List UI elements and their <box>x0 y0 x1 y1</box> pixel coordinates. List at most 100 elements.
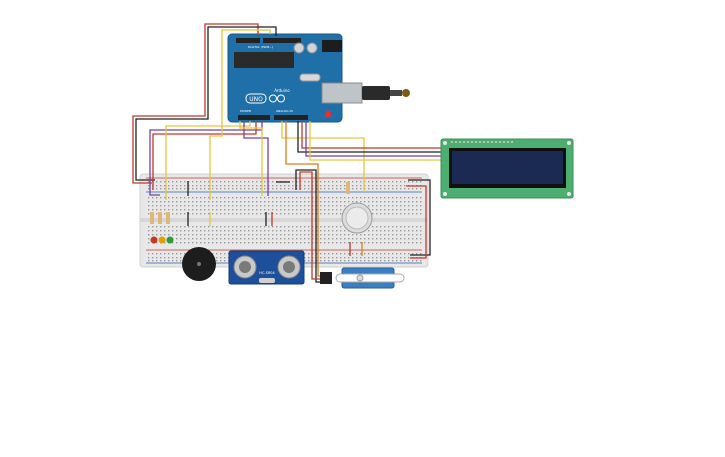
resistor-4[interactable] <box>346 182 350 194</box>
breadboard-hole <box>360 181 362 183</box>
reset-button[interactable] <box>324 110 332 118</box>
breadboard-hole <box>256 185 258 187</box>
wire-red-rail[interactable] <box>406 185 427 259</box>
breadboard-hole <box>244 226 246 228</box>
breadboard-hole <box>348 234 350 236</box>
breadboard-hole <box>176 234 178 236</box>
lcd-pin <box>479 141 481 143</box>
servo-motor[interactable] <box>320 267 405 289</box>
wire-black-rail[interactable] <box>408 179 431 256</box>
breadboard-hole <box>228 185 230 187</box>
breadboard-hole <box>224 185 226 187</box>
breadboard-hole <box>280 238 282 240</box>
breadboard-hole <box>412 188 414 190</box>
breadboard-hole <box>404 201 406 203</box>
led-red[interactable] <box>150 236 158 244</box>
breadboard-hole <box>384 234 386 236</box>
breadboard-hole <box>188 226 190 228</box>
breadboard-hole <box>316 242 318 244</box>
gas-sensor[interactable] <box>341 202 373 234</box>
breadboard-hole <box>200 209 202 211</box>
breadboard-hole <box>212 197 214 199</box>
breadboard-hole <box>408 257 410 259</box>
led-orange[interactable] <box>158 236 166 244</box>
breadboard-hole <box>204 181 206 183</box>
lcd-display[interactable] <box>440 138 574 199</box>
breadboard-hole <box>344 238 346 240</box>
breadboard-hole <box>404 260 406 262</box>
breadboard-hole <box>276 242 278 244</box>
breadboard-hole <box>328 201 330 203</box>
breadboard-hole <box>156 257 158 259</box>
wire-yellow-sensor[interactable] <box>239 121 263 196</box>
breadboard-hole <box>224 257 226 259</box>
breadboard-hole <box>176 238 178 240</box>
breadboard-hole <box>280 226 282 228</box>
resistor-1[interactable] <box>150 212 154 224</box>
breadboard-hole <box>408 242 410 244</box>
breadboard-hole <box>156 205 158 207</box>
breadboard-hole <box>172 197 174 199</box>
breadboard-hole <box>312 185 314 187</box>
breadboard-hole <box>404 242 406 244</box>
breadboard-hole <box>388 238 390 240</box>
breadboard-hole <box>284 188 286 190</box>
wire-yellow-buzzer[interactable] <box>209 29 271 200</box>
wire-red-lcd[interactable] <box>301 121 442 149</box>
breadboard-hole <box>208 230 210 232</box>
breadboard-hole <box>368 205 370 207</box>
resistor-2[interactable] <box>158 212 162 224</box>
breadboard-hole <box>348 181 350 183</box>
gas-sensor-mesh <box>345 206 369 230</box>
breadboard-hole <box>204 238 206 240</box>
breadboard-hole <box>400 257 402 259</box>
wire-black-lcd[interactable] <box>297 121 442 153</box>
ultrasonic-sensor[interactable]: HC-SR04 <box>228 250 305 285</box>
wire-purple-led[interactable] <box>149 121 263 196</box>
breadboard-hole <box>360 257 362 259</box>
breadboard-hole <box>292 188 294 190</box>
breadboard-hole <box>224 213 226 215</box>
wire-black-gnd[interactable] <box>135 26 277 181</box>
breadboard-hole <box>304 226 306 228</box>
breadboard-hole <box>180 213 182 215</box>
wire-purple-lcd[interactable] <box>305 121 442 157</box>
breadboard-hole <box>280 205 282 207</box>
wire-red-5v[interactable] <box>132 23 259 184</box>
piezo-buzzer[interactable] <box>182 247 216 281</box>
breadboard-hole <box>344 230 346 232</box>
breadboard-hole <box>376 238 378 240</box>
wire-yellow-gas[interactable] <box>281 121 365 192</box>
breadboard-hole <box>212 213 214 215</box>
wire-purple-sensor[interactable] <box>243 121 269 196</box>
wire-yellow-lcd[interactable] <box>309 121 442 161</box>
breadboard-hole <box>364 260 366 262</box>
breadboard-hole <box>344 201 346 203</box>
breadboard-hole <box>184 238 186 240</box>
led-green[interactable] <box>166 236 174 244</box>
breadboard-hole <box>268 197 270 199</box>
breadboard-hole <box>384 209 386 211</box>
wire-red-servo[interactable] <box>299 171 330 280</box>
breadboard-hole <box>252 185 254 187</box>
breadboard-hole <box>220 201 222 203</box>
breadboard-hole <box>264 234 266 236</box>
breadboard-hole <box>164 226 166 228</box>
resistor-3[interactable] <box>166 212 170 224</box>
breadboard-hole <box>400 197 402 199</box>
breadboard-hole <box>176 188 178 190</box>
breadboard-hole <box>372 257 374 259</box>
arduino-uno[interactable]: UNO Arduino DIGITAL (PWM~) POWER ANALOG … <box>227 33 410 123</box>
breadboard-hole <box>256 230 258 232</box>
breadboard-hole <box>364 257 366 259</box>
breadboard-hole <box>356 201 358 203</box>
breadboard-hole <box>404 226 406 228</box>
breadboard-hole <box>288 234 290 236</box>
breadboard-hole <box>248 188 250 190</box>
breadboard-hole <box>176 242 178 244</box>
breadboard-hole <box>356 234 358 236</box>
breadboard-hole <box>376 253 378 255</box>
breadboard-hole <box>180 209 182 211</box>
breadboard-hole <box>148 213 150 215</box>
wire-yellow-led[interactable] <box>165 121 251 200</box>
